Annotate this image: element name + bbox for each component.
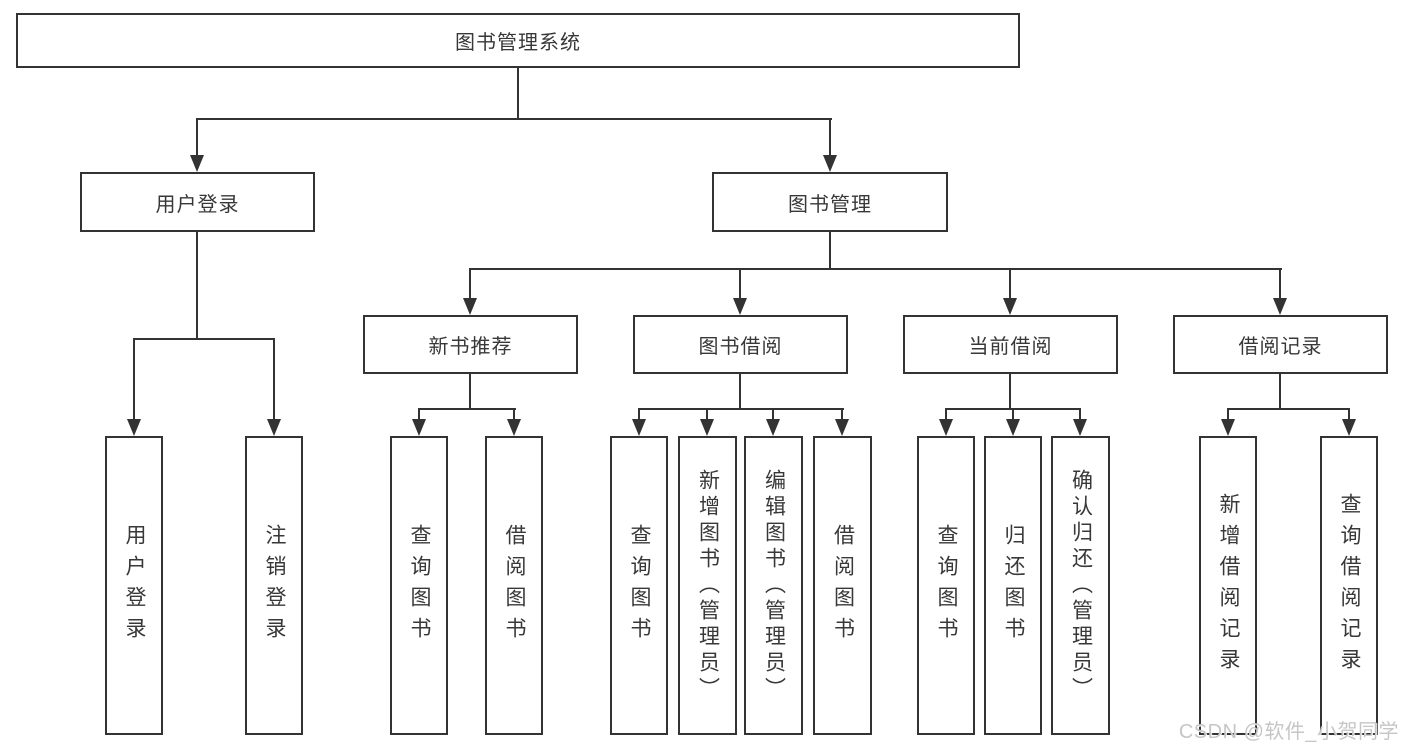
node-book-management: 图书管理 <box>712 172 948 232</box>
connector-line <box>772 408 774 422</box>
connector-line <box>469 268 471 301</box>
node-label: 新增图书（管理员） <box>696 468 720 703</box>
connector-line <box>469 268 1282 270</box>
connector-line <box>1279 374 1281 409</box>
arrow-down-icon <box>733 298 747 315</box>
connector-line <box>196 118 832 120</box>
leaf-confirm-return-admin: 确认归还（管理员） <box>1051 436 1110 735</box>
node-label: 当前借阅 <box>968 336 1053 358</box>
node-label: 新增借阅记录 <box>1217 492 1240 679</box>
connector-line <box>1079 408 1081 422</box>
node-label: 查询图书 <box>628 523 651 648</box>
arrow-down-icon <box>127 419 141 436</box>
arrow-down-icon <box>267 419 281 436</box>
leaf-logout: 注销登录 <box>245 436 303 735</box>
leaf-query-borrow-record: 查询借阅记录 <box>1320 436 1378 735</box>
arrow-down-icon <box>1273 298 1287 315</box>
leaf-return-books: 归还图书 <box>984 436 1042 735</box>
arrow-down-icon <box>823 155 837 172</box>
connector-line <box>469 374 471 409</box>
connector-line <box>1227 408 1229 422</box>
node-label: 借阅图书 <box>831 523 855 648</box>
node-book-borrowing: 图书借阅 <box>633 315 848 374</box>
node-label: 编辑图书（管理员） <box>762 468 786 703</box>
leaf-borrow-books: 借阅图书 <box>813 436 872 735</box>
arrow-down-icon <box>766 419 780 436</box>
node-label: 新书推荐 <box>428 336 513 358</box>
connector-line <box>945 408 947 422</box>
connector-line <box>1227 408 1350 410</box>
node-label: 归还图书 <box>1002 523 1025 648</box>
arrow-down-icon <box>507 419 521 436</box>
connector-line <box>1348 408 1350 422</box>
connector-line <box>1009 268 1011 301</box>
leaf-borrow-books-recommend: 借阅图书 <box>485 436 543 735</box>
arrow-down-icon <box>1003 298 1017 315</box>
node-label: 图书管理 <box>788 193 872 216</box>
connector-line <box>1012 408 1014 422</box>
leaf-query-books-borrowing: 查询图书 <box>610 436 668 735</box>
arrow-down-icon <box>1221 419 1235 436</box>
node-current-borrowing: 当前借阅 <box>903 315 1118 374</box>
connector-line <box>418 408 516 410</box>
connector-line <box>829 232 831 269</box>
connector-line <box>638 408 640 422</box>
csdn-watermark: CSDN @软件_小贺同学 <box>1178 721 1399 743</box>
node-label: 借阅图书 <box>503 523 526 648</box>
arrow-down-icon <box>1342 419 1356 436</box>
connector-line <box>1279 268 1281 301</box>
leaf-edit-books-admin: 编辑图书（管理员） <box>744 436 803 735</box>
node-label: 图书管理系统 <box>455 32 581 54</box>
leaf-add-borrow-record: 新增借阅记录 <box>1199 436 1257 735</box>
connector-line <box>706 408 708 422</box>
node-label: 借阅记录 <box>1238 336 1323 358</box>
connector-line <box>638 408 844 410</box>
node-label: 用户登录 <box>155 193 240 216</box>
node-user-login: 用户登录 <box>80 172 315 232</box>
connector-line <box>517 68 519 119</box>
node-label: 确认归还（管理员） <box>1069 468 1093 703</box>
leaf-user-login: 用户登录 <box>105 436 163 735</box>
connector-line <box>739 268 741 301</box>
node-new-book-recommend: 新书推荐 <box>363 315 578 374</box>
connector-line <box>1009 374 1011 409</box>
connector-line <box>418 408 420 422</box>
node-label: 图书借阅 <box>698 336 783 358</box>
connector-line <box>273 338 275 423</box>
node-borrowing-records: 借阅记录 <box>1173 315 1388 374</box>
arrow-down-icon <box>835 419 849 436</box>
leaf-query-books-recommend: 查询图书 <box>390 436 448 735</box>
leaf-query-books-current: 查询图书 <box>917 436 975 735</box>
arrow-down-icon <box>412 419 426 436</box>
node-label: 查询图书 <box>935 523 958 648</box>
arrow-down-icon <box>190 155 204 172</box>
node-library-management-system: 图书管理系统 <box>16 13 1020 68</box>
node-label: 查询借阅记录 <box>1338 492 1361 679</box>
arrow-down-icon <box>1006 419 1020 436</box>
connector-line <box>133 338 275 340</box>
arrow-down-icon <box>700 419 714 436</box>
arrow-down-icon <box>939 419 953 436</box>
connector-line <box>841 408 843 422</box>
connector-line <box>196 232 198 339</box>
leaf-add-books-admin: 新增图书（管理员） <box>678 436 737 735</box>
connector-line <box>196 118 198 158</box>
arrow-down-icon <box>463 298 477 315</box>
node-label: 注销登录 <box>263 523 286 648</box>
node-label: 用户登录 <box>123 523 146 648</box>
connector-line <box>133 338 135 423</box>
connector-line <box>829 118 831 158</box>
node-label: 查询图书 <box>408 523 431 648</box>
arrow-down-icon <box>1073 419 1087 436</box>
arrow-down-icon <box>632 419 646 436</box>
connector-line <box>739 374 741 409</box>
connector-line <box>513 408 515 422</box>
